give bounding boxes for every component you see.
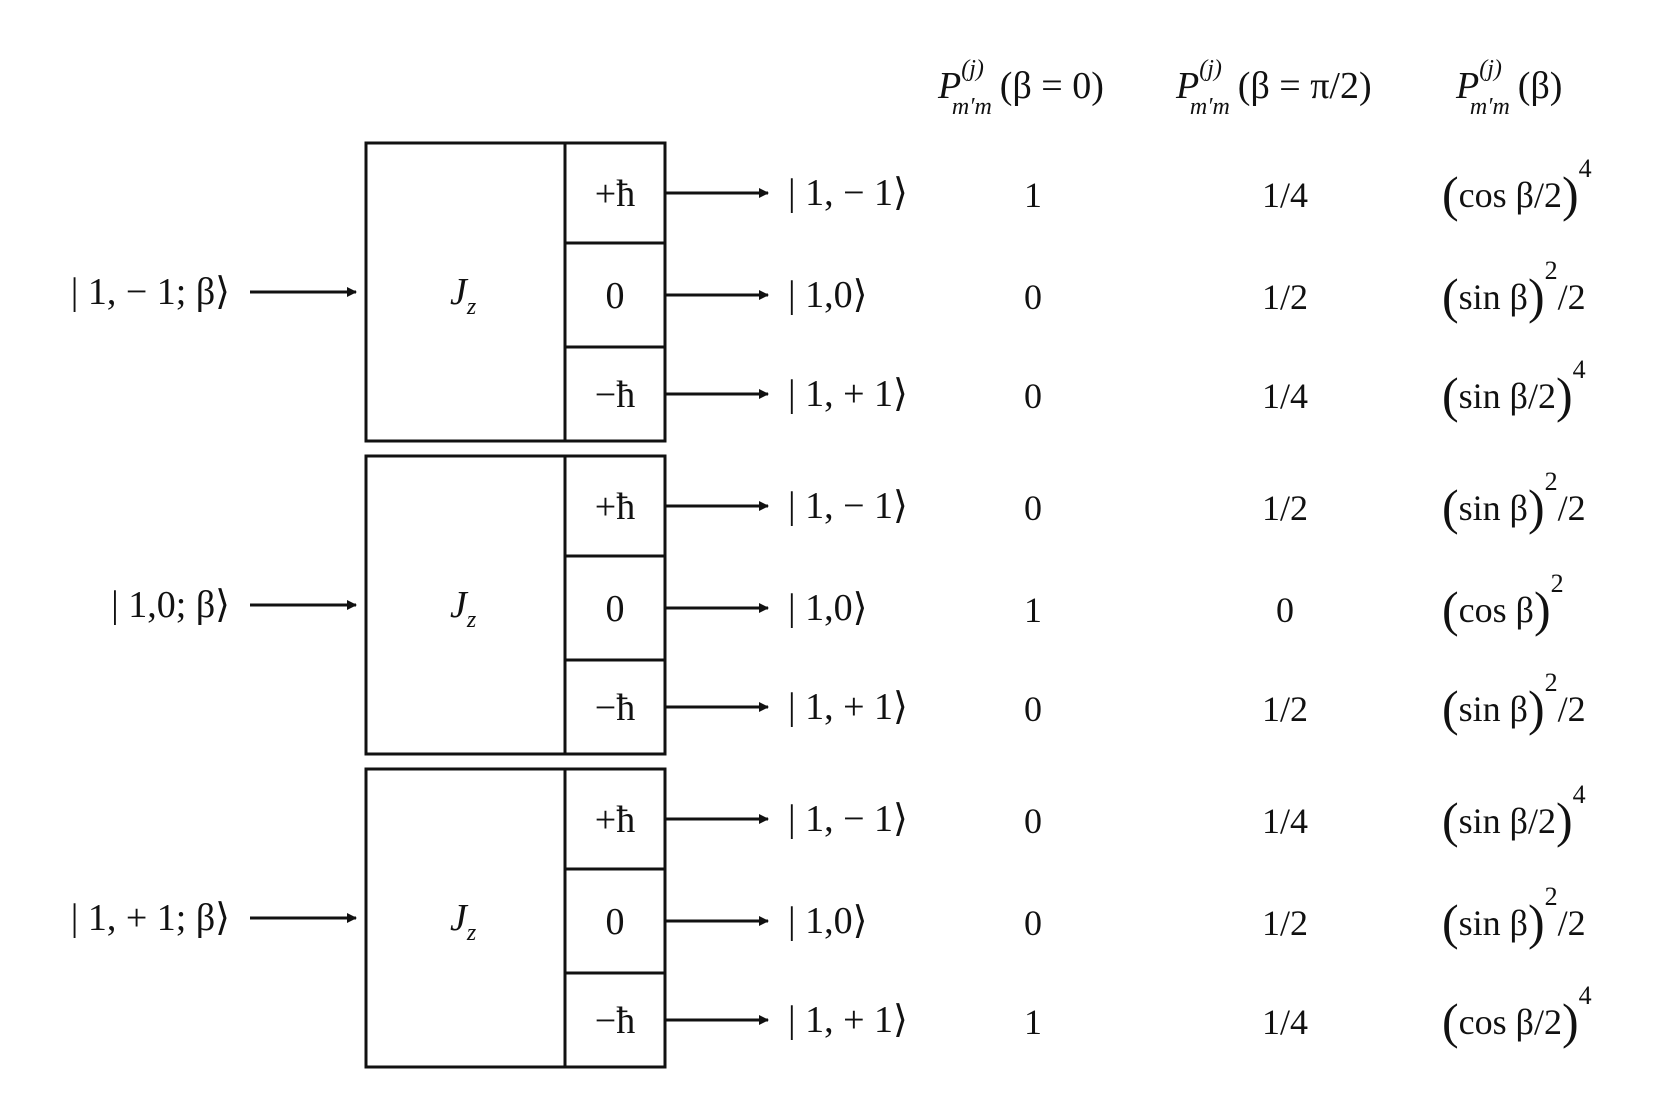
operator-label: Jz bbox=[450, 584, 477, 633]
probability-beta0: 1 bbox=[1024, 175, 1042, 215]
probability-beta-pi2: 1/4 bbox=[1262, 801, 1308, 841]
probability-beta-pi2: 0 bbox=[1276, 590, 1294, 630]
probability-beta0: 0 bbox=[1024, 689, 1042, 729]
probability-beta: (sin β/2)4 bbox=[1442, 780, 1586, 848]
output-state-label: | 1, + 1⟩ bbox=[788, 999, 908, 1041]
measurement-groups: Jz | 1, − 1; β⟩ +ħ | 1, − 1⟩ 1 1/4 (cos β/2)4 0… bbox=[71, 141, 1592, 1069]
eigenvalue-label: 0 bbox=[606, 901, 625, 943]
probability-beta0: 1 bbox=[1024, 590, 1042, 630]
output-state-label: | 1, + 1⟩ bbox=[788, 686, 908, 728]
eigenvalue-label: +ħ bbox=[595, 799, 635, 841]
probability-beta-pi2: 1/4 bbox=[1262, 175, 1308, 215]
analyzer-box bbox=[364, 454, 667, 756]
analyzer-box bbox=[364, 767, 667, 1069]
eigenvalue-label: 0 bbox=[606, 275, 625, 317]
header-col-beta: P(j)m′m(β) bbox=[1455, 56, 1562, 120]
eigenvalue-label: 0 bbox=[606, 588, 625, 630]
probability-beta0: 0 bbox=[1024, 488, 1042, 528]
output-state-label: | 1,0⟩ bbox=[788, 587, 867, 629]
header-col-beta-pi2: P(j)m′m(β = π/2) bbox=[1175, 56, 1372, 120]
probability-beta0: 0 bbox=[1024, 277, 1042, 317]
output-state-label: | 1,0⟩ bbox=[788, 274, 867, 316]
probability-beta: (sin β/2)4 bbox=[1442, 355, 1586, 423]
output-state-label: | 1,0⟩ bbox=[788, 900, 867, 942]
probability-beta: (cos β/2)4 bbox=[1442, 981, 1592, 1049]
probability-beta0: 0 bbox=[1024, 801, 1042, 841]
probability-beta-pi2: 1/2 bbox=[1262, 689, 1308, 729]
analyzer-box bbox=[364, 141, 667, 443]
probability-beta: (cos β/2)4 bbox=[1442, 154, 1592, 222]
probability-beta: (sin β)2/2 bbox=[1442, 467, 1586, 535]
operator-label: Jz bbox=[450, 897, 477, 946]
input-state-label: | 1,0; β⟩ bbox=[111, 584, 230, 626]
measurement-group: Jz | 1,0; β⟩ +ħ | 1, − 1⟩ 0 1/2 (sin β)2/2 0 | 1… bbox=[111, 454, 1586, 756]
eigenvalue-label: +ħ bbox=[595, 173, 635, 215]
input-state-label: | 1, − 1; β⟩ bbox=[71, 271, 230, 313]
input-state-label: | 1, + 1; β⟩ bbox=[71, 897, 230, 939]
output-state-label: | 1, − 1⟩ bbox=[788, 485, 908, 527]
probability-beta0: 0 bbox=[1024, 376, 1042, 416]
eigenvalue-label: −ħ bbox=[595, 1000, 635, 1042]
eigenvalue-label: −ħ bbox=[595, 687, 635, 729]
operator-label: Jz bbox=[450, 271, 477, 320]
measurement-group: Jz | 1, − 1; β⟩ +ħ | 1, − 1⟩ 1 1/4 (cos β/2)4 0… bbox=[71, 141, 1592, 443]
probability-beta0: 0 bbox=[1024, 903, 1042, 943]
output-state-label: | 1, − 1⟩ bbox=[788, 798, 908, 840]
probability-beta-pi2: 1/2 bbox=[1262, 488, 1308, 528]
eigenvalue-label: −ħ bbox=[595, 374, 635, 416]
probability-beta0: 1 bbox=[1024, 1002, 1042, 1042]
probability-beta: (sin β)2/2 bbox=[1442, 256, 1586, 324]
probability-header: P(j)m′m(β = 0) P(j)m′m(β = π/2) P(j)m′m(… bbox=[937, 56, 1562, 120]
eigenvalue-label: +ħ bbox=[595, 486, 635, 528]
probability-beta-pi2: 1/4 bbox=[1262, 1002, 1308, 1042]
probability-beta-pi2: 1/2 bbox=[1262, 903, 1308, 943]
probability-beta: (sin β)2/2 bbox=[1442, 668, 1586, 736]
probability-beta-pi2: 1/4 bbox=[1262, 376, 1308, 416]
output-state-label: | 1, + 1⟩ bbox=[788, 373, 908, 415]
probability-beta: (sin β)2/2 bbox=[1442, 882, 1586, 950]
probability-beta-pi2: 1/2 bbox=[1262, 277, 1308, 317]
probability-beta: (cos β)2 bbox=[1442, 569, 1564, 637]
header-col-beta0: P(j)m′m(β = 0) bbox=[937, 56, 1104, 120]
output-state-label: | 1, − 1⟩ bbox=[788, 172, 908, 214]
measurement-group: Jz | 1, + 1; β⟩ +ħ | 1, − 1⟩ 0 1/4 (sin β/2)4 0… bbox=[71, 767, 1592, 1069]
